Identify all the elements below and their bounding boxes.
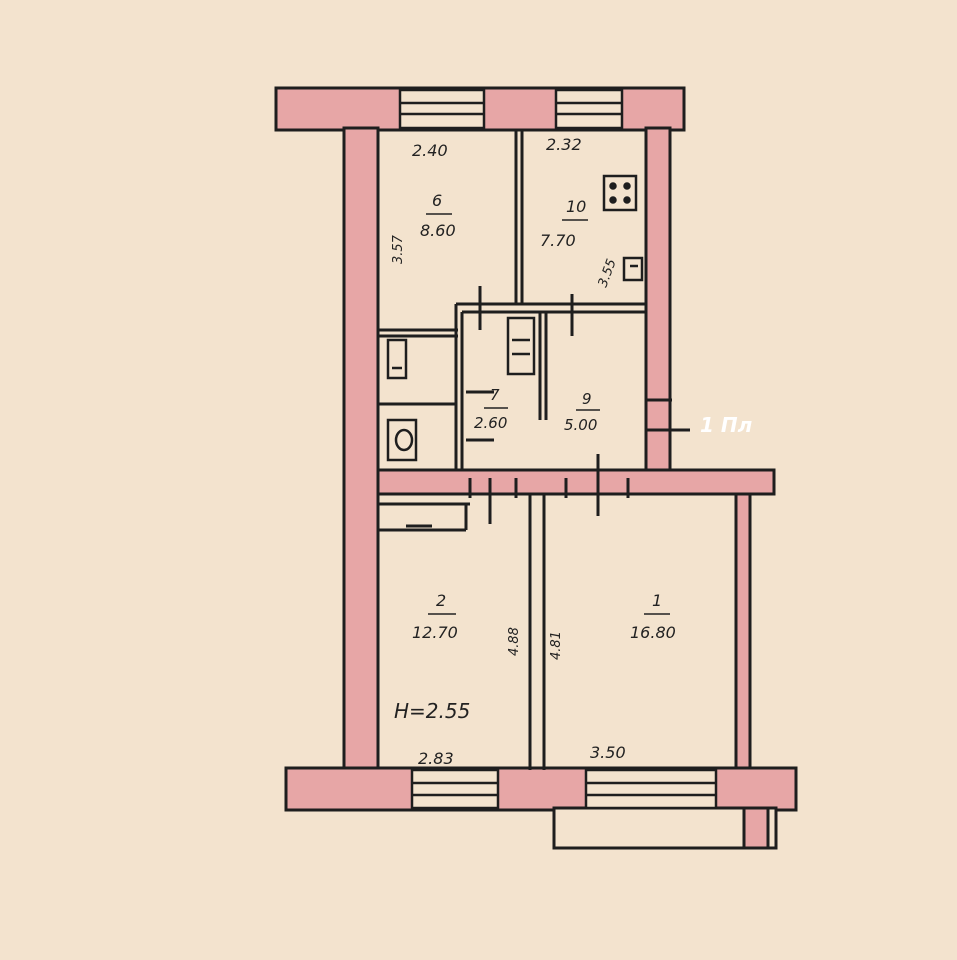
dimension-bottom-left: 2.83	[418, 749, 454, 768]
dimension-top-left: 2.40	[412, 141, 448, 160]
room-1-number: 1	[652, 591, 662, 610]
room-1-side: 4.81	[549, 631, 564, 660]
entrance-mark: 1 Пл	[700, 413, 753, 437]
balcony	[552, 806, 778, 850]
window-bottom-right	[584, 768, 718, 810]
room-10-side: 3.55	[596, 257, 620, 289]
room-6-area: 8.60	[420, 221, 456, 240]
room-7-number: 7	[490, 386, 500, 404]
room-2-number: 2	[436, 591, 446, 610]
fixtures	[386, 174, 644, 462]
window-top-left	[398, 88, 486, 130]
room-6-number: 6	[432, 191, 442, 210]
bathtub-icon	[386, 338, 408, 380]
room-1-area: 16.80	[630, 623, 676, 642]
window-bottom-left	[410, 768, 500, 810]
washbasin-icon	[506, 316, 536, 376]
dimension-top-right: 2.32	[546, 135, 582, 154]
left-wall	[342, 126, 380, 782]
right-wall-lower	[734, 492, 752, 772]
stove-icon	[602, 174, 638, 212]
toilet-icon	[386, 418, 418, 462]
room-2-area: 12.70	[412, 623, 458, 642]
room-9-area: 5.00	[564, 416, 597, 434]
walls	[274, 86, 798, 850]
windows	[398, 88, 718, 810]
partitions	[378, 130, 690, 770]
room-2-side: 4.88	[507, 627, 522, 656]
window-top-right	[554, 88, 624, 130]
balcony-side	[742, 806, 770, 850]
room-9-number: 9	[582, 390, 592, 408]
room-10-area: 7.70	[540, 231, 576, 250]
right-wall-upper	[644, 126, 672, 475]
middle-wall	[376, 468, 776, 496]
dimension-bottom-right: 3.50	[590, 743, 626, 762]
room-7-area: 2.60	[474, 414, 507, 432]
room-10-number: 10	[566, 197, 586, 216]
room-6-side: 3.57	[391, 234, 406, 264]
ceiling-height: H=2.55	[394, 699, 470, 723]
bottom-wall	[284, 766, 798, 812]
kitchen-sink-icon	[622, 256, 644, 282]
